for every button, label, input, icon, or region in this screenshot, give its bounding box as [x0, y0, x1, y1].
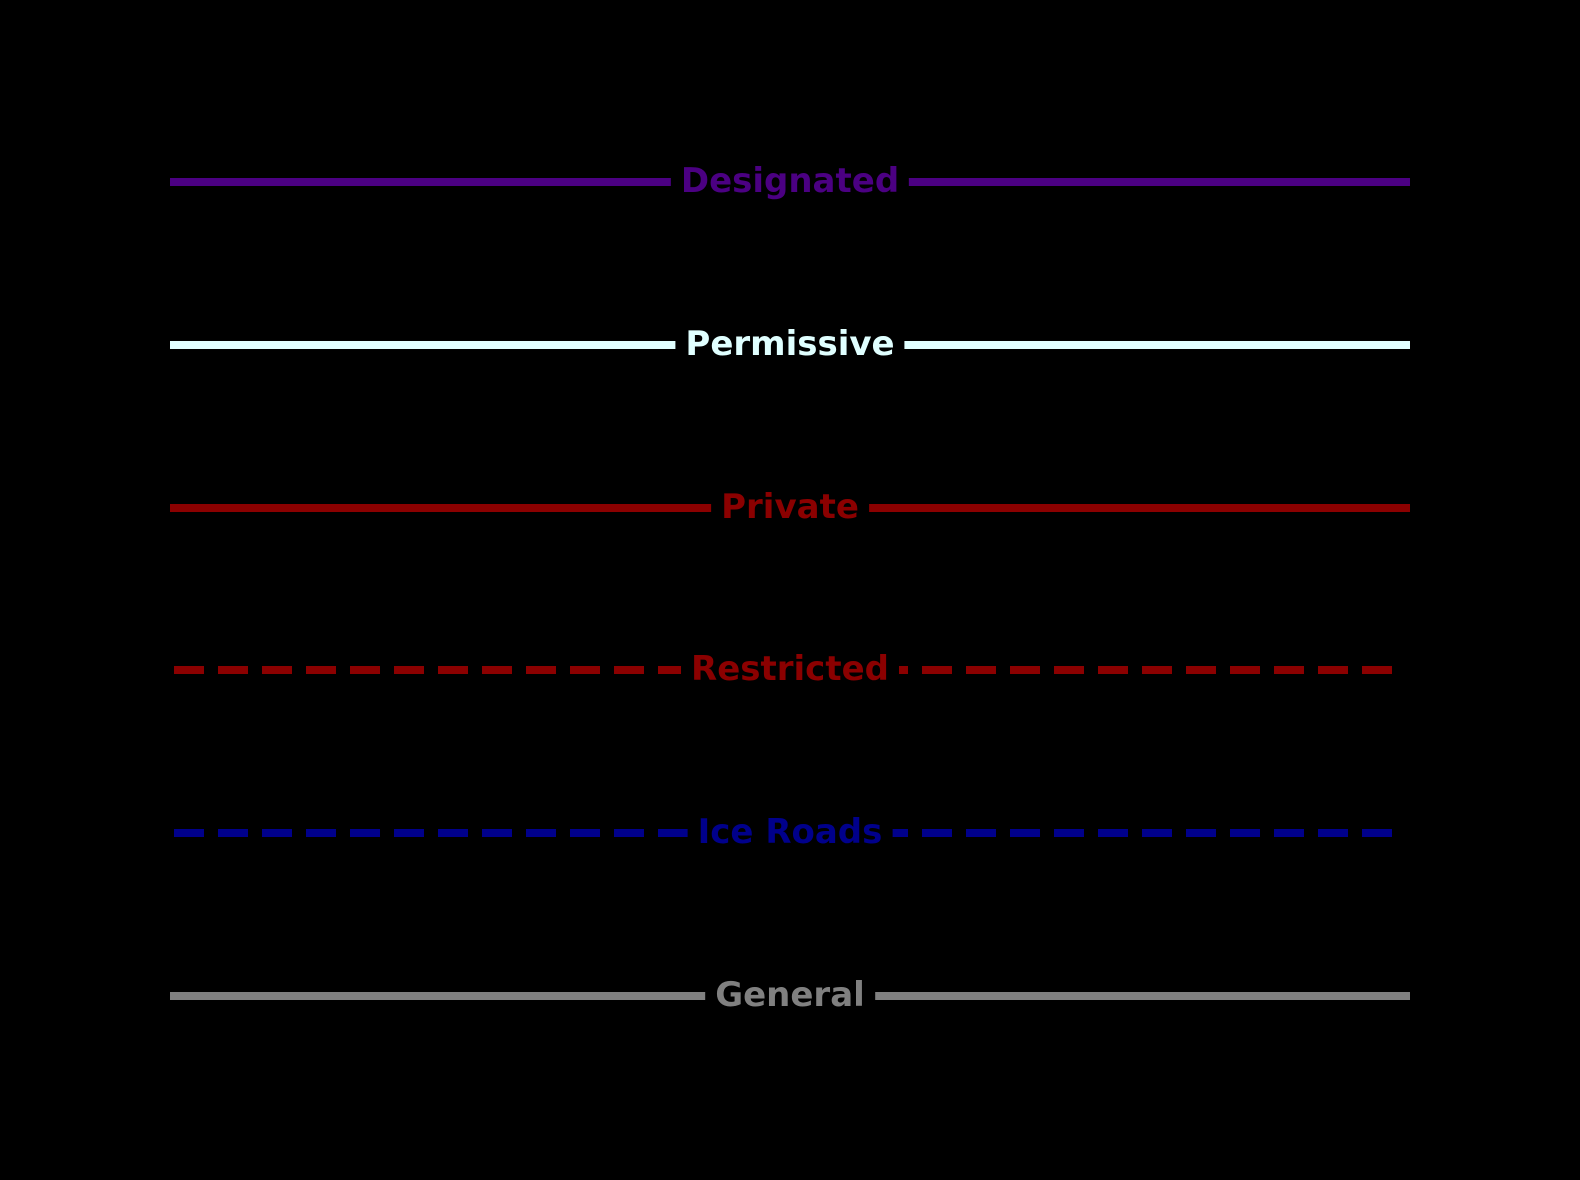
legend-row-ice-roads: Ice Roads [170, 803, 1410, 863]
legend-label-restricted: Restricted [681, 651, 899, 686]
legend-row-permissive: Permissive [170, 315, 1410, 375]
legend-label-ice-roads: Ice Roads [687, 814, 893, 849]
legend-row-restricted: Restricted [170, 640, 1410, 700]
legend-label-designated: Designated [670, 163, 910, 198]
legend-label-permissive: Permissive [675, 326, 905, 361]
legend-row-designated: Designated [170, 152, 1410, 212]
legend-row-general: General [170, 966, 1410, 1026]
legend-label-private: Private [711, 489, 869, 524]
legend-label-general: General [705, 977, 875, 1012]
legend-row-private: Private [170, 478, 1410, 538]
